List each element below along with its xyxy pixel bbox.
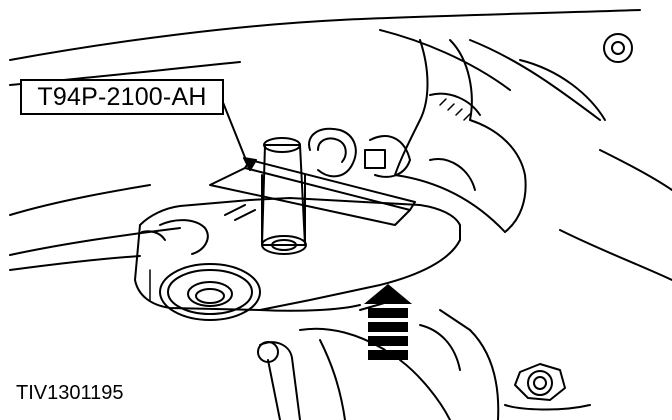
hose-loop — [308, 127, 357, 178]
chassis-outline — [9, 9, 672, 281]
control-arm — [134, 197, 461, 312]
figure-id: TIV1301195 — [16, 382, 124, 404]
hex-nut-icon — [504, 363, 591, 411]
bushing — [159, 263, 261, 321]
upper-mount — [364, 33, 633, 233]
callout-leader — [221, 99, 257, 171]
tool-callout-label: T94P-2100-AH — [20, 79, 224, 115]
up-arrow-icon — [364, 284, 412, 360]
lower-strut — [257, 299, 500, 420]
